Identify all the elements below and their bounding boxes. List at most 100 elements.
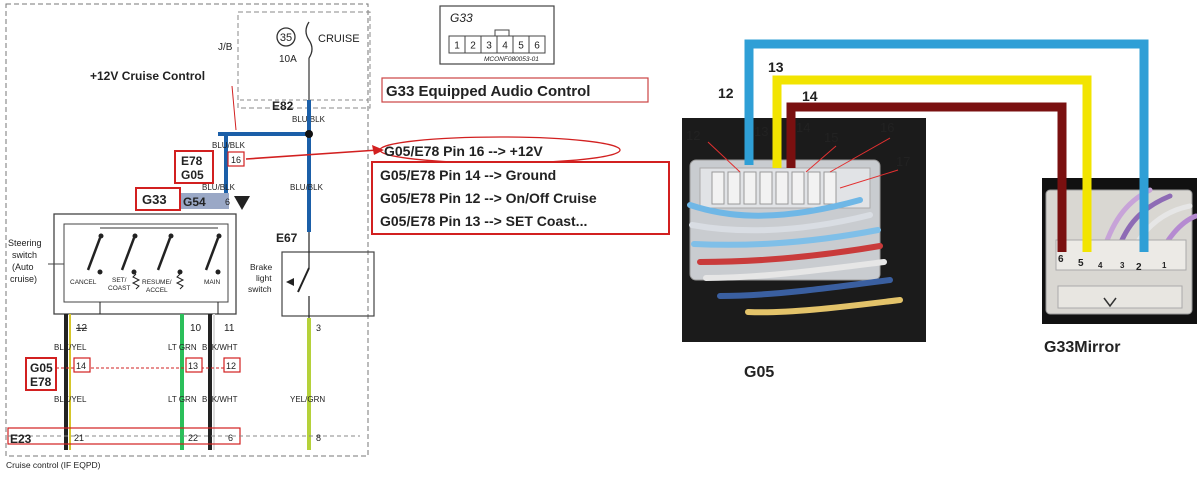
fuse-symbol bbox=[305, 21, 313, 59]
pin-12-box bbox=[223, 357, 241, 373]
callout-pin16: G05/E78 Pin 16 --> +12V bbox=[384, 143, 543, 159]
callout-panel: G33 Equipped Audio Control G05/E78 Pin 1… bbox=[245, 77, 670, 235]
callout-title-box bbox=[381, 77, 649, 103]
g33-pin-cell bbox=[528, 35, 546, 54]
g33-pin-number: 6 bbox=[534, 41, 540, 52]
g33-pin-number: 4 bbox=[502, 41, 508, 52]
svg-text:13: 13 bbox=[754, 124, 768, 139]
pin-22-e23: 22 bbox=[188, 433, 198, 443]
fuse-name: CRUISE bbox=[318, 33, 360, 45]
svg-text:3: 3 bbox=[1120, 261, 1125, 270]
g05-harness bbox=[687, 197, 903, 316]
g33-label: G33 bbox=[142, 192, 167, 207]
svg-text:4: 4 bbox=[1098, 261, 1103, 270]
svg-text:17: 17 bbox=[896, 154, 910, 169]
g54-shade bbox=[181, 193, 229, 209]
callout-arrow-line bbox=[245, 149, 379, 160]
fuse-number: 35 bbox=[280, 32, 292, 44]
e23-label: E23 bbox=[10, 432, 32, 446]
switch-contacts bbox=[86, 237, 220, 271]
lower-wires bbox=[64, 314, 311, 450]
schematic-panel: 35 CRUISE 10A J/B +12V Cruise Control E8… bbox=[5, 3, 375, 470]
e78-g05-highlight bbox=[174, 150, 214, 184]
supply-note-leader bbox=[231, 85, 237, 131]
wire-color-yel-grn: YEL/GRN bbox=[290, 395, 325, 404]
junction-box-frame bbox=[237, 11, 371, 109]
switch-resume-accel: RESUME/ ACCEL bbox=[142, 279, 173, 294]
g05-label: G05 bbox=[181, 168, 204, 182]
pin-main-top: 11 bbox=[224, 323, 235, 334]
switch-contact-dots bbox=[97, 233, 222, 275]
steering-switch-box bbox=[53, 213, 237, 315]
wire-color-blu-blk-left: BLU/BLK bbox=[202, 183, 236, 192]
pin-13: 13 bbox=[188, 361, 198, 371]
pin-16: 16 bbox=[231, 155, 241, 165]
g05-pin-labels: 12 13 14 15 16 17 bbox=[686, 120, 910, 169]
e67-pin-bottom: 3 bbox=[316, 323, 321, 333]
wire-color-lt-grn-top: LT GRN bbox=[168, 343, 197, 352]
wire-maroon-14 bbox=[786, 102, 1067, 252]
steering-switch-title: Steering switch (Auto cruise) bbox=[8, 238, 44, 284]
fuse-number-circle bbox=[276, 27, 296, 47]
pin-16-box bbox=[227, 151, 245, 167]
wire-color-blu-blk-right: BLU/BLK bbox=[290, 183, 324, 192]
fuse-rating: 10A bbox=[279, 54, 297, 65]
g05-e78-lower-highlight bbox=[25, 357, 57, 391]
switch-main: MAIN bbox=[204, 279, 221, 286]
callout-pin12: G05/E78 Pin 12 --> On/Off Cruise bbox=[380, 190, 597, 206]
g33-photo-label: G33Mirror bbox=[1044, 339, 1120, 356]
g33-highlight bbox=[135, 187, 181, 211]
g33-connector-title: G33 bbox=[450, 11, 473, 25]
supply-note: +12V Cruise Control bbox=[90, 69, 205, 83]
wire-blue-12 bbox=[744, 39, 1149, 252]
g33-pin-number: 3 bbox=[486, 41, 492, 52]
svg-text:16: 16 bbox=[880, 120, 894, 135]
g05-photo-label: G05 bbox=[744, 364, 774, 381]
wire-color-blu-blk-branch: BLU/BLK bbox=[212, 141, 246, 150]
pin-12: 12 bbox=[226, 361, 236, 371]
jb-label: J/B bbox=[218, 42, 233, 53]
pin-13-box bbox=[185, 357, 203, 373]
svg-text:14: 14 bbox=[796, 120, 810, 135]
g05-pin-leaders bbox=[707, 137, 899, 189]
wire-color-blk-wht-top: BLK/WHT bbox=[202, 343, 238, 352]
g05-lower-label: G05 bbox=[30, 361, 53, 375]
svg-text:12: 12 bbox=[686, 128, 700, 143]
wire-number-14: 14 bbox=[802, 88, 818, 104]
overlay-wires bbox=[744, 39, 1149, 252]
switch-set-coast: SET/ COAST bbox=[108, 277, 130, 292]
wire-color-lt-grn-bottom: LT GRN bbox=[168, 395, 197, 404]
pin-14-box bbox=[73, 357, 91, 373]
wire-number-13: 13 bbox=[768, 59, 784, 75]
ground-triangle bbox=[234, 196, 250, 210]
callout-pin14: G05/E78 Pin 14 --> Ground bbox=[380, 167, 556, 183]
g33-mirror-pin-labels: 6 5 4 3 2 1 bbox=[1058, 254, 1167, 273]
wire-yellow-13 bbox=[772, 75, 1092, 252]
blue-supply-wires bbox=[218, 100, 311, 232]
schematic-frame bbox=[5, 3, 369, 457]
wire-color-blk-wht-bottom: BLK/WHT bbox=[202, 395, 238, 404]
wire-number-12: 12 bbox=[718, 85, 734, 101]
photo-panel: 12 13 14 15 16 17 6 5 4 3 2 bbox=[682, 39, 1197, 381]
e67-label: E67 bbox=[276, 231, 298, 245]
g54-label: G54 bbox=[183, 195, 206, 209]
resistor-set bbox=[131, 273, 141, 290]
wire-color-blk-yel-bottom: BLK/YEL bbox=[54, 395, 87, 404]
splice-dot bbox=[305, 130, 313, 138]
svg-text:6: 6 bbox=[1058, 254, 1064, 265]
schematic-footer: Cruise control (IF EQPD) bbox=[6, 460, 101, 470]
g33-pin-number: 2 bbox=[470, 41, 476, 52]
callout-pins-box bbox=[371, 161, 670, 235]
g05-pin-slots bbox=[711, 171, 837, 205]
g33-pin-number: 5 bbox=[518, 41, 524, 52]
svg-text:5: 5 bbox=[1078, 258, 1084, 269]
pin-cancel-top: 12 bbox=[76, 323, 88, 334]
resistor-resume bbox=[175, 273, 185, 290]
g33-part-code: MCONF080053-01 bbox=[484, 56, 539, 63]
e78-label: E78 bbox=[181, 154, 203, 168]
pin-6-g54: 6 bbox=[225, 197, 230, 207]
svg-text:1: 1 bbox=[1162, 261, 1167, 270]
